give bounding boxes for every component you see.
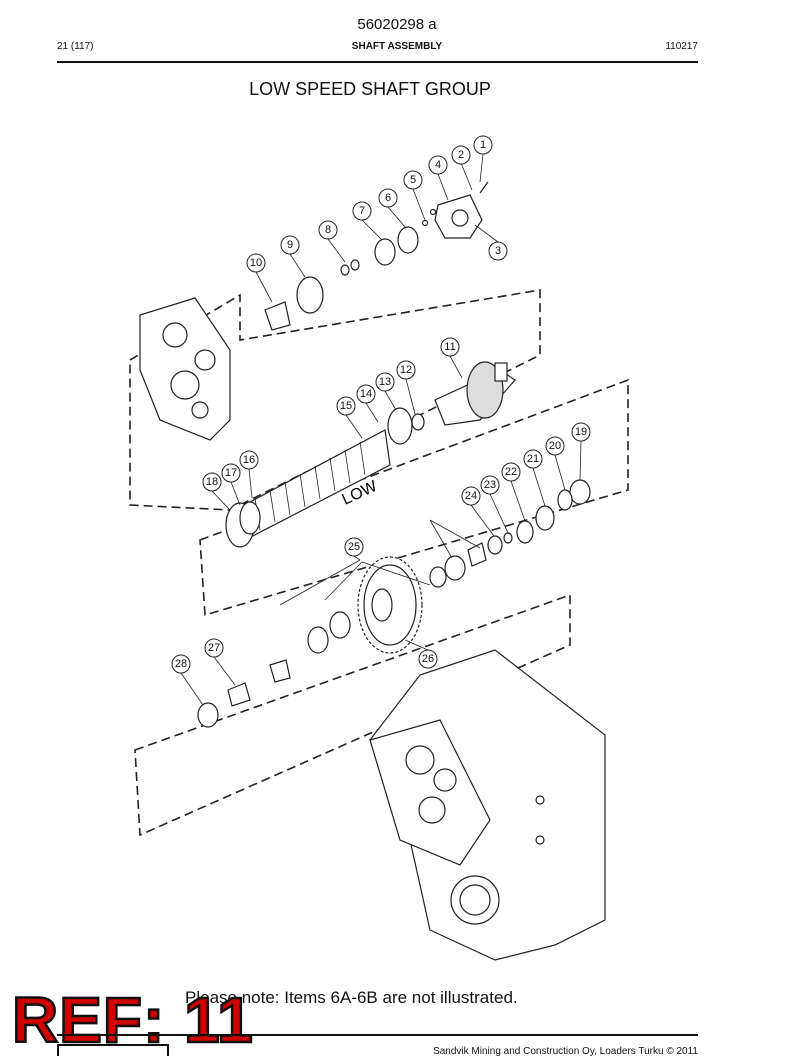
svg-text:9: 9: [287, 239, 293, 251]
svg-text:23: 23: [484, 479, 496, 491]
group-box-1: [129, 289, 541, 511]
svg-text:14: 14: [360, 388, 372, 400]
svg-text:3: 3: [495, 245, 501, 257]
svg-text:22: 22: [505, 466, 517, 478]
callout-7: 7: [352, 201, 383, 241]
callout-24: 24: [461, 486, 495, 537]
svg-text:16: 16: [243, 454, 255, 466]
svg-text:8: 8: [325, 224, 331, 236]
callout-28: 28: [171, 654, 204, 706]
group-box-2: [199, 378, 629, 617]
callout-3: 3: [474, 224, 508, 261]
callout-27: 27: [204, 638, 236, 686]
callout-20: 20: [545, 436, 566, 491]
svg-text:25: 25: [348, 541, 360, 553]
callout-19: 19: [571, 422, 591, 481]
footer-copyright: Sandvik Mining and Construction Oy, Load…: [433, 1046, 698, 1057]
header-divider: [57, 61, 698, 63]
callout-18: 18: [202, 472, 231, 511]
leader-25: [279, 519, 481, 606]
callout-9: 9: [280, 235, 306, 278]
svg-text:19: 19: [575, 426, 587, 438]
cover-plate: [139, 297, 231, 441]
svg-text:20: 20: [549, 440, 561, 452]
svg-text:15: 15: [340, 400, 352, 412]
callout-12: 12: [396, 360, 416, 415]
shaft-11: [434, 361, 516, 426]
transmission-housing: [369, 649, 606, 961]
svg-text:1: 1: [480, 139, 486, 151]
callout-2: 2: [451, 145, 473, 191]
svg-text:12: 12: [400, 364, 412, 376]
bearing-cap: [434, 194, 483, 239]
footer-divider: [57, 1034, 698, 1036]
svg-text:26: 26: [422, 653, 434, 665]
svg-text:4: 4: [435, 159, 441, 171]
svg-text:21: 21: [527, 453, 539, 465]
ref-overlay-label: REF: 11: [11, 984, 254, 1056]
callout-1: 1: [473, 135, 493, 183]
brand-logo: [57, 1044, 169, 1056]
callout-26: 26: [404, 639, 438, 669]
svg-text:24: 24: [465, 490, 477, 502]
section-title: SHAFT ASSEMBLY: [351, 41, 443, 52]
callout-6: 6: [378, 188, 406, 228]
footnote: Please note: Items 6A-6B are not illustr…: [185, 988, 518, 1007]
svg-text:18: 18: [206, 476, 218, 488]
exploded-parts-diagram: LOW 1 2 3 4 5 6 7 8 9 10 11 12 13: [129, 135, 629, 961]
group-title: LOW SPEED SHAFT GROUP: [249, 79, 491, 99]
svg-text:28: 28: [175, 658, 187, 670]
callout-21: 21: [523, 449, 546, 507]
document-code: 110217: [665, 41, 698, 52]
svg-text:7: 7: [359, 205, 365, 217]
svg-text:27: 27: [208, 642, 220, 654]
svg-text:11: 11: [444, 341, 455, 353]
callout-22: 22: [501, 462, 526, 522]
clutch-pack: [225, 429, 391, 548]
callout-25: 25: [344, 537, 364, 561]
document-number: 56020298 a: [357, 16, 437, 33]
page-number: 21 (117): [57, 41, 94, 52]
svg-text:17: 17: [225, 467, 237, 479]
callout-13: 13: [375, 372, 397, 411]
svg-text:6: 6: [385, 192, 391, 204]
svg-text:10: 10: [250, 257, 262, 269]
callout-10: 10: [246, 253, 273, 303]
callout-14: 14: [356, 384, 379, 423]
group-box-3: [134, 593, 571, 837]
callout-16: 16: [239, 450, 259, 499]
callout-17: 17: [221, 463, 241, 506]
svg-text:13: 13: [379, 376, 391, 388]
callout-4: 4: [428, 155, 449, 201]
callout-5: 5: [403, 170, 426, 221]
callout-8: 8: [318, 220, 346, 263]
gear-26: [357, 556, 423, 654]
svg-text:2: 2: [458, 149, 464, 161]
callout-23: 23: [480, 475, 509, 534]
callout-15: 15: [336, 396, 363, 439]
svg-text:5: 5: [410, 174, 416, 186]
callout-11: 11: [440, 337, 463, 379]
